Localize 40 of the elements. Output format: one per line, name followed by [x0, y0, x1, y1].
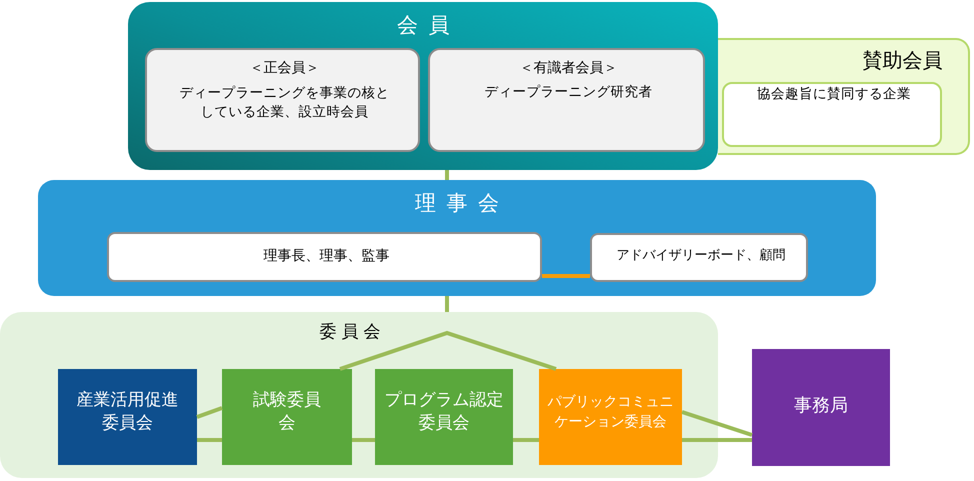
role-box	[590, 233, 808, 282]
role-label: 理事長、理事、監事	[262, 248, 390, 266]
committee-name: 産業活用促進委員会	[76, 389, 180, 435]
member-description: 協会趣旨に賛同する企業	[756, 86, 912, 103]
member-box	[145, 48, 420, 152]
connector-line	[445, 296, 449, 312]
group-panel	[0, 312, 718, 478]
committee-name: プログラム認定委員会	[384, 389, 504, 435]
member-box	[722, 82, 942, 147]
committee-name: パブリックコミュニケーション委員会	[546, 393, 674, 432]
member-box	[428, 48, 705, 152]
group-panel	[128, 2, 718, 170]
connector-line	[445, 170, 449, 180]
group-panel	[38, 180, 876, 296]
committee-box	[539, 369, 682, 465]
connector-line	[352, 438, 375, 442]
member-type-heading: ＜正会員＞	[248, 60, 320, 78]
group-panel	[718, 38, 970, 155]
connector-line	[197, 438, 222, 442]
connector-line	[196, 406, 223, 419]
member-type-heading: ＜有識者会員＞	[518, 60, 618, 78]
group-title: 理事会	[414, 190, 510, 216]
group-title: 委員会	[318, 322, 387, 344]
connector-line	[681, 410, 753, 437]
member-description: ディープラーニング研究者	[484, 84, 654, 101]
office-name: 事務局	[793, 395, 849, 418]
group-title: 賛助会員	[862, 48, 944, 73]
group-title: 会員	[396, 12, 461, 38]
connector-line	[682, 438, 752, 442]
office-box	[752, 349, 890, 466]
role-label: アドバイザリーボード、顧問	[616, 248, 786, 264]
connector-line	[513, 438, 539, 442]
connector-line	[339, 330, 557, 371]
committee-box	[375, 369, 513, 465]
committee-box	[58, 369, 197, 465]
committee-box	[222, 369, 352, 465]
role-box	[107, 232, 542, 282]
connector-line	[542, 274, 590, 278]
member-description: ディープラーニングを事業の核としている企業、設立時会員	[178, 84, 390, 122]
committee-name: 試験委員会	[252, 389, 322, 435]
